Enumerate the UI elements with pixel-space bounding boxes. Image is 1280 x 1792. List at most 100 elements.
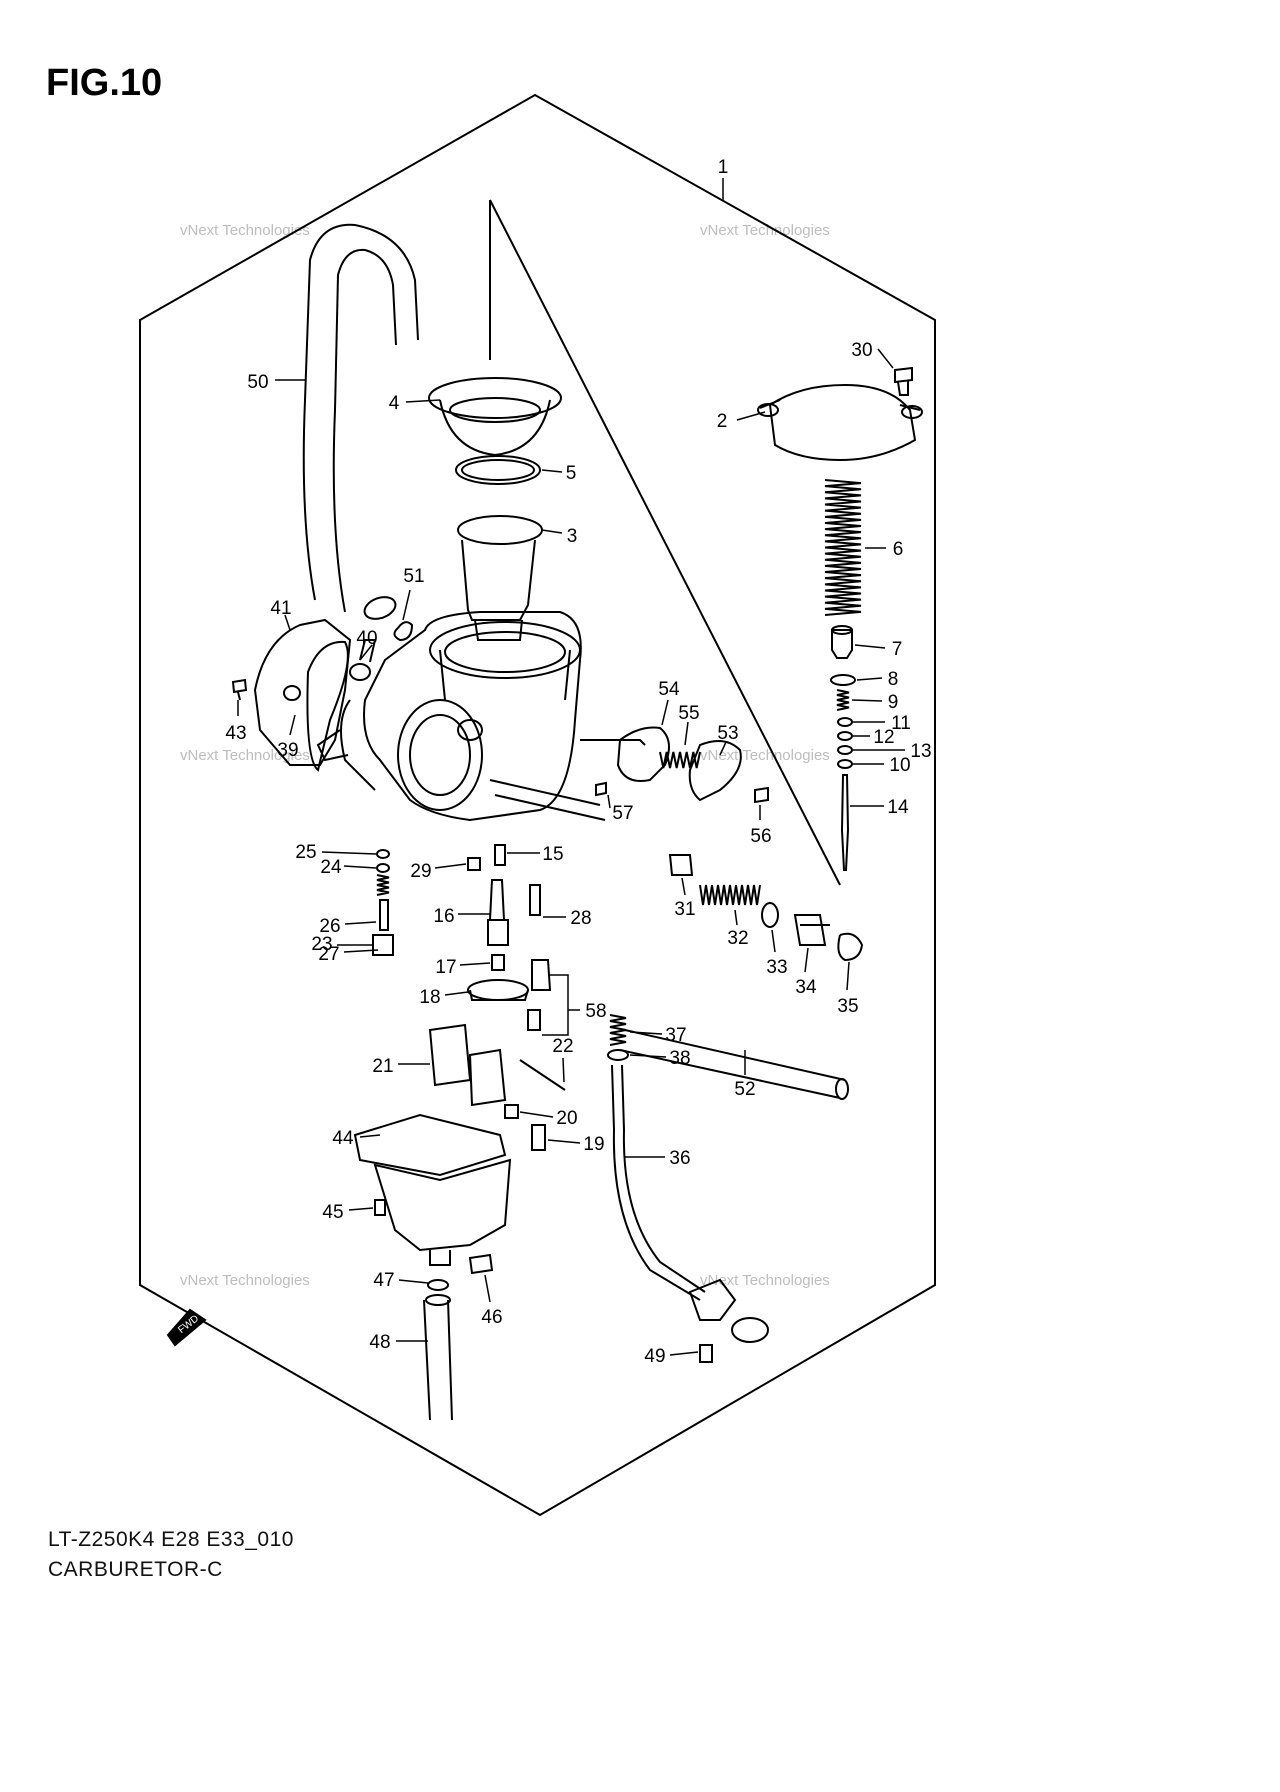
clip-13: [837, 745, 853, 755]
callout-43: 43: [225, 723, 246, 744]
callout-leader-37: [629, 1031, 663, 1035]
callout-58: 58: [585, 1001, 606, 1022]
callout-leader-7: [854, 644, 886, 649]
float-bowl: [373, 1158, 512, 1252]
callout-leader-20: [519, 1111, 554, 1118]
callout-leader-46: [484, 1274, 491, 1303]
callout-leader-17: [459, 962, 491, 966]
callout-3: 3: [567, 526, 578, 547]
callout-29: 29: [410, 861, 431, 882]
callout-44: 44: [332, 1128, 354, 1149]
watermark-text-5: vNext Technologies: [700, 1272, 830, 1289]
callout-leader-41: [284, 614, 291, 631]
fwd-arrow: [166, 1308, 207, 1347]
callout-leader-44: [359, 1134, 381, 1138]
callout-38: 38: [669, 1048, 690, 1069]
callout-23: 23: [311, 934, 332, 955]
callout-leader-32: [734, 909, 738, 926]
watermark-text-1: vNext Technologies: [700, 222, 830, 239]
cover-41: [253, 618, 352, 766]
callout-leader-8: [856, 677, 883, 681]
callout-51: 51: [403, 566, 424, 587]
pin-22: [519, 1059, 566, 1091]
callout-45: 45: [322, 1202, 343, 1223]
screw-56: [754, 786, 769, 804]
jet-needle-14: [840, 774, 850, 871]
washer-8: [830, 674, 856, 686]
callout-leader-29: [434, 863, 467, 869]
plate-53: [688, 740, 742, 802]
callout-leader-33: [771, 929, 776, 953]
hose-48: [423, 1299, 453, 1421]
callout-15: 15: [542, 844, 563, 865]
callout-9: 9: [888, 692, 899, 713]
callout-33: 33: [766, 957, 787, 978]
cable-36: [611, 1064, 706, 1301]
callout-leader-54: [661, 699, 669, 726]
callout-leader-40: [359, 644, 373, 661]
callout-leader-45: [348, 1207, 374, 1211]
callout-leader-24: [343, 865, 377, 869]
callout-leader-25: [321, 851, 377, 855]
callout-leader-35: [846, 961, 850, 991]
callout-4: 4: [389, 393, 400, 414]
callout-leader-22: [562, 1057, 565, 1083]
callout-leader-58: [542, 974, 580, 1036]
callout-53: 53: [717, 723, 738, 744]
watermark-layer: vNext Technologies vNext Technologies vNex…: [180, 222, 830, 1289]
watermark-text-3: vNext Technologies: [700, 747, 830, 764]
callout-56: 56: [750, 826, 771, 847]
callout-8: 8: [888, 669, 899, 690]
callout-34: 34: [795, 977, 817, 998]
screw-20: [504, 1104, 519, 1119]
diagram-parts: [139, 93, 936, 1517]
callout-14: 14: [887, 797, 909, 818]
spring-26: [376, 874, 390, 896]
callout-12: 12: [873, 727, 894, 748]
callout-18: 18: [419, 987, 440, 1008]
callout-36: 36: [669, 1148, 690, 1169]
holder-16: [487, 879, 509, 946]
callout-25: 25: [295, 842, 316, 863]
callout-leader-38: [629, 1054, 667, 1058]
valve-58: [527, 959, 552, 1031]
caption-name: CARBURETOR-C: [48, 1558, 223, 1581]
spring-55: [659, 751, 701, 769]
caption-code: LT-Z250K4 E28 E33_010: [48, 1528, 294, 1551]
watermark-text-0: vNext Technologies: [180, 222, 310, 239]
ring-33: [761, 902, 779, 928]
washer-38: [607, 1049, 629, 1061]
screw-49: [699, 1344, 713, 1363]
callout-39: 39: [277, 740, 298, 761]
screw-19: [531, 1124, 546, 1151]
cover-54: [616, 726, 670, 782]
assembly-frame: [139, 93, 936, 1517]
screw-27: [379, 899, 389, 931]
callout-leader-4: [405, 399, 441, 403]
callout-leader-30: [877, 348, 894, 369]
callout-16: 16: [433, 906, 454, 927]
callout-19: 19: [583, 1134, 604, 1155]
callout-52: 52: [734, 1079, 755, 1100]
clip-12: [837, 731, 853, 741]
screw-30: [894, 366, 913, 396]
callout-48: 48: [369, 1332, 390, 1353]
callout-22: 22: [552, 1036, 573, 1057]
callout-leader-2: [736, 411, 766, 421]
callout-leader-57: [607, 794, 611, 809]
plate-18: [467, 979, 529, 1001]
callout-49: 49: [644, 1346, 665, 1367]
callout-31: 31: [674, 899, 695, 920]
callout-17: 17: [435, 957, 456, 978]
jet-17: [491, 954, 505, 971]
callout-47: 47: [373, 1270, 394, 1291]
callout-26: 26: [319, 916, 340, 937]
callout-20: 20: [556, 1108, 577, 1129]
callout-5: 5: [566, 463, 577, 484]
screw-57: [595, 781, 607, 797]
figure-title: FIG.10: [46, 62, 163, 104]
jet-29: [467, 857, 481, 871]
callout-21: 21: [372, 1056, 393, 1077]
callout-leader-47: [398, 1279, 429, 1284]
spring-6: [824, 479, 862, 616]
